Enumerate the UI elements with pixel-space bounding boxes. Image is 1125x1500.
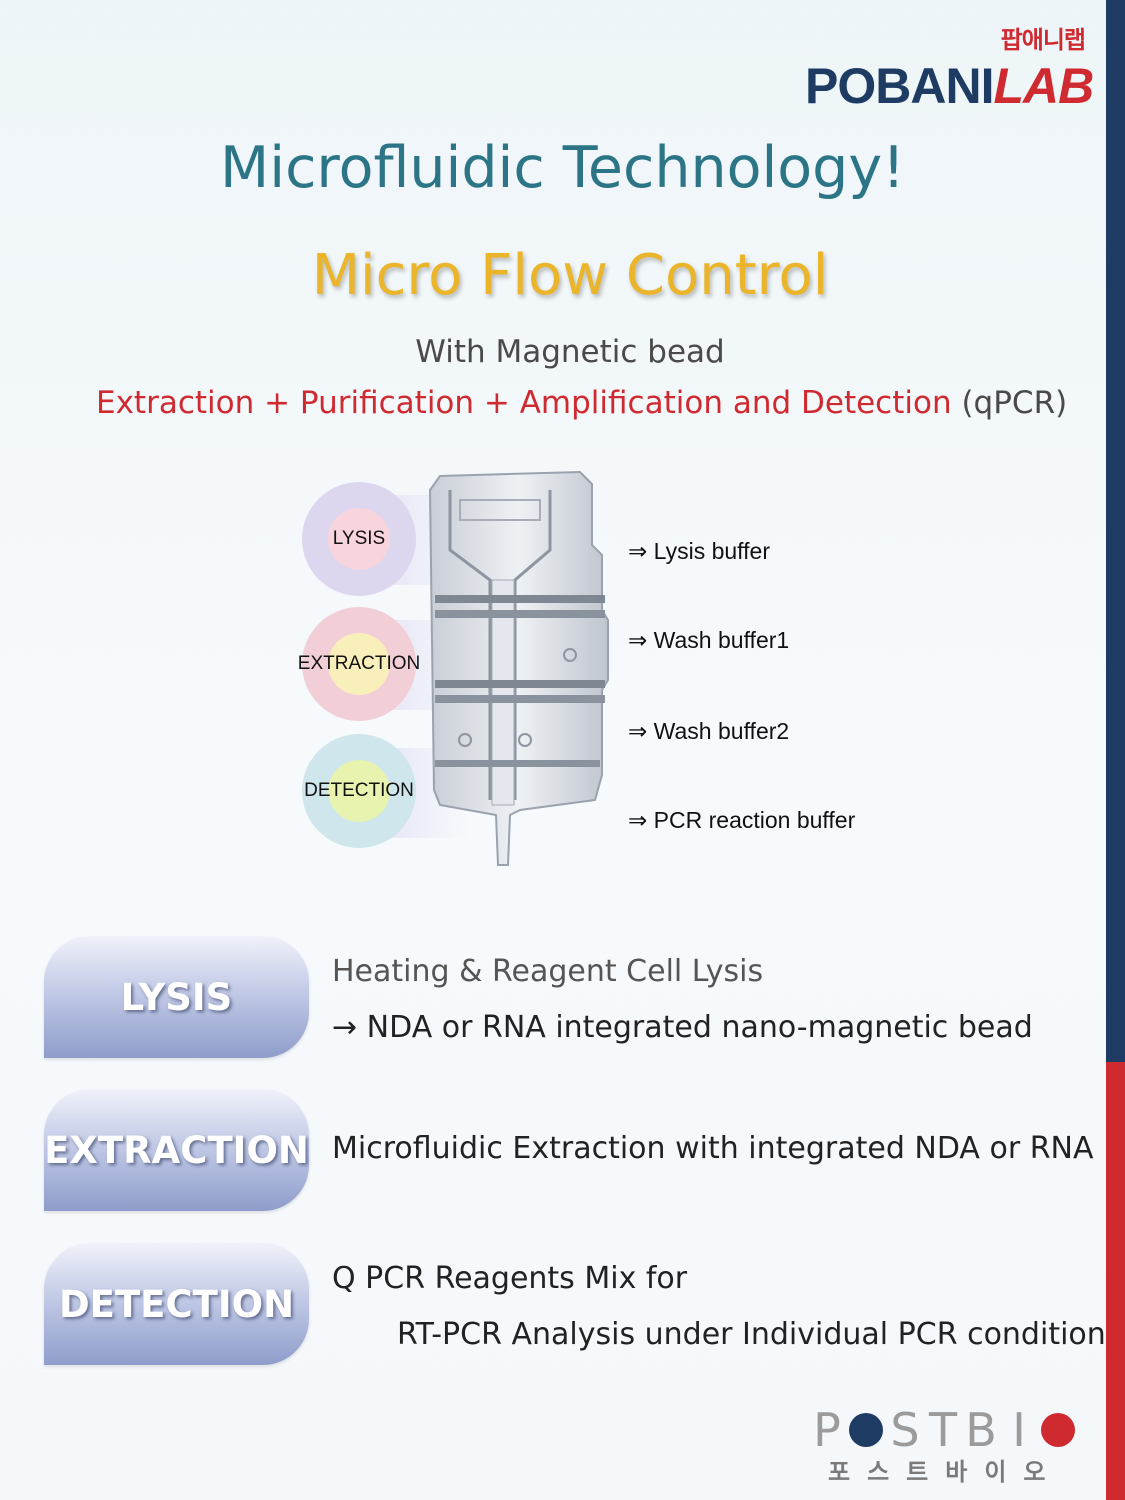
ring-lysis: LYSIS: [302, 482, 416, 596]
page-title: Microfluidic Technology!: [220, 135, 905, 201]
step-tab-extraction: EXTRACTION: [44, 1089, 309, 1211]
step-detection-line2: RT-PCR Analysis under Individual PCR con…: [397, 1317, 1106, 1352]
ring-detection-core: [328, 760, 390, 822]
step-tab-lysis-label: LYSIS: [120, 975, 233, 1019]
step-tab-lysis: LYSIS: [44, 936, 309, 1058]
step-detection-line1: Q PCR Reagents Mix for: [332, 1261, 688, 1296]
postbio-wordmark: P S T B I: [808, 1402, 1078, 1458]
ring-lysis-core: [328, 508, 390, 570]
buffer-wash2: ⇒ Wash buffer2: [628, 718, 790, 744]
logo-korean-text: 팝애니랩: [1000, 26, 1086, 54]
ring-extraction-core: [328, 633, 390, 695]
buffer-wash1: ⇒ Wash buffer1: [628, 627, 790, 653]
logo-wordmark-part1: POBANI: [805, 58, 994, 114]
logo-wordmark: POBANILAB: [805, 56, 1094, 116]
buffer-lysis: ⇒ Lysis buffer: [628, 538, 770, 564]
side-accent-bar-red: [1106, 1062, 1125, 1500]
postbio-korean-text: 포스트바이오: [828, 1458, 1063, 1486]
step-extraction-line1: Microfluidic Extraction with integrated …: [332, 1131, 1094, 1166]
process-steps: Extraction + Purification + Amplificatio…: [96, 385, 952, 421]
step-lysis-line1: Heating & Reagent Cell Lysis: [332, 954, 764, 989]
postbio-letter-p: P: [813, 1403, 841, 1457]
microfluidic-cartridge-image: [428, 470, 609, 866]
postbio-blue-dot: [849, 1413, 883, 1447]
logo-wordmark-part2: LAB: [993, 58, 1094, 114]
buffer-pcr: ⇒ PCR reaction buffer: [628, 807, 856, 833]
ring-detection: DETECTION: [302, 734, 416, 848]
postbio-letter-s: S: [890, 1403, 920, 1457]
page-subtitle: Micro Flow Control: [311, 243, 829, 308]
step-tab-detection: DETECTION: [44, 1243, 309, 1365]
pobanilab-logo: 팝애니랩 POBANILAB: [805, 18, 1094, 114]
step-tab-extraction-label: EXTRACTION: [44, 1128, 309, 1172]
postbio-letter-t: T: [928, 1403, 958, 1457]
step-lysis-line2: → NDA or RNA integrated nano-magnetic be…: [332, 1010, 1033, 1045]
process-line: Extraction + Purification + Amplificatio…: [96, 381, 1067, 425]
ring-extraction: EXTRACTION: [297, 607, 421, 721]
postbio-logo: P S T B I 포스트바이오: [808, 1402, 1083, 1492]
step-tab-detection-label: DETECTION: [58, 1282, 295, 1326]
ring-lysis-label: LYSIS: [332, 528, 386, 549]
ring-detection-label: DETECTION: [304, 780, 414, 801]
postbio-letter-b: B: [965, 1403, 997, 1457]
magnetic-bead-caption: With Magnetic bead: [415, 334, 725, 370]
cartridge-figure: LYSIS EXTRACTION DETECTION ⇒ Lysis buffe…: [290, 470, 910, 890]
postbio-letter-i: I: [1012, 1403, 1026, 1457]
postbio-red-dot: [1041, 1413, 1075, 1447]
side-accent-bar-navy: [1106, 0, 1125, 1062]
process-qpcr: (qPCR): [951, 385, 1068, 421]
ring-extraction-label: EXTRACTION: [297, 653, 421, 674]
